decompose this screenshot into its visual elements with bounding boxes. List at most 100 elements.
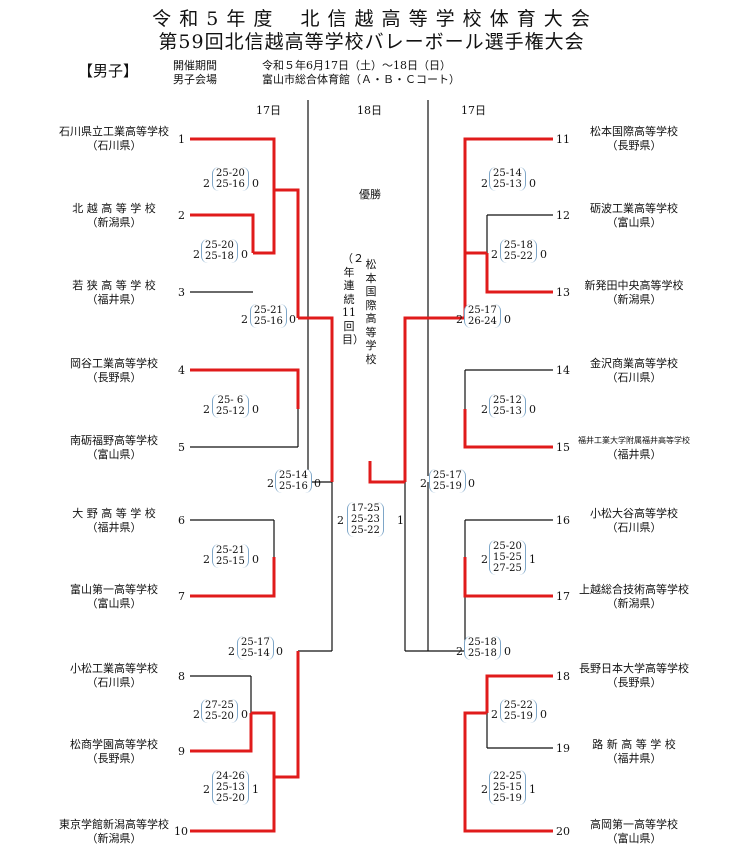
seed-right-12: 12 — [556, 209, 570, 222]
team-right-18: 長野日本大学高等学校（長野県） — [579, 662, 689, 689]
score-lose: 0 — [252, 553, 259, 566]
score-lose: 1 — [529, 553, 536, 566]
score-lose: 0 — [540, 248, 547, 261]
team-left-4: 岡谷工業高等学校（長野県） — [70, 357, 158, 384]
day-right: 17日 — [461, 104, 486, 117]
score-win: 2 — [241, 313, 248, 326]
score-win: 2 — [193, 248, 200, 261]
seed-left-7: 7 — [178, 590, 185, 603]
seed-left-5: 5 — [178, 441, 185, 454]
score-win: 2 — [481, 403, 488, 416]
seed-right-18: 18 — [556, 670, 570, 683]
score-lose: 1 — [252, 783, 259, 796]
seed-right-16: 16 — [556, 514, 570, 527]
team-right-14: 金沢商業高等学校（石川県） — [590, 357, 678, 384]
score-win: 2 — [456, 645, 463, 658]
score-win: 2 — [203, 177, 210, 190]
seed-left-3: 3 — [178, 286, 185, 299]
score-lose: 1 — [397, 514, 404, 527]
team-right-13: 新発田中央高等学校（新潟県） — [584, 279, 684, 306]
seed-left-2: 2 — [178, 209, 185, 222]
score-lose: 0 — [468, 477, 475, 490]
score-win: 2 — [491, 248, 498, 261]
team-left-10: 東京学館新潟高等学校（新潟県） — [59, 818, 169, 845]
seed-right-20: 20 — [556, 825, 570, 838]
score-lose: 1 — [529, 783, 536, 796]
score-win: 2 — [491, 708, 498, 721]
score-lose: 0 — [252, 177, 259, 190]
seed-left-9: 9 — [178, 745, 185, 758]
score-win: 2 — [228, 645, 235, 658]
score-lose: 0 — [314, 477, 321, 490]
seed-left-10: 10 — [174, 825, 188, 838]
score-lose: 0 — [504, 645, 511, 658]
score-win: 2 — [337, 514, 344, 527]
team-left-7: 富山第一高等学校（富山県） — [70, 583, 158, 610]
team-left-3: 若 狭 高 等 学 校（福井県） — [72, 279, 156, 306]
team-right-20: 高岡第一高等学校（富山県） — [590, 818, 678, 845]
team-left-1: 石川県立工業高等学校（石川県） — [59, 125, 169, 152]
score-lose: 0 — [529, 403, 536, 416]
score-win: 2 — [203, 783, 210, 796]
score-win: 2 — [193, 708, 200, 721]
score-lose: 0 — [289, 313, 296, 326]
score-win: 2 — [267, 477, 274, 490]
seed-right-13: 13 — [556, 286, 570, 299]
team-right-15: 福井工業大学附属福井高等学校（福井県） — [578, 436, 690, 461]
day-center: 18日 — [357, 104, 382, 117]
score-win: 2 — [481, 553, 488, 566]
score-win: 2 — [203, 403, 210, 416]
team-right-17: 上越総合技術高等学校（新潟県） — [579, 583, 689, 610]
team-left-9: 松商学園高等学校（長野県） — [70, 738, 158, 765]
score-lose: 0 — [241, 248, 248, 261]
score-win: 2 — [481, 177, 488, 190]
score-lose: 0 — [529, 177, 536, 190]
team-left-8: 小松工業高等学校（石川県） — [70, 662, 158, 689]
team-right-19: 路 新 高 等 学 校（福井県） — [592, 738, 676, 765]
champion-name: 松本国際高等学校 — [365, 258, 377, 366]
score-lose: 0 — [276, 645, 283, 658]
seed-right-14: 14 — [556, 364, 570, 377]
team-left-6: 大 野 高 等 学 校（福井県） — [72, 507, 156, 534]
score-win: 2 — [203, 553, 210, 566]
score-lose: 0 — [504, 313, 511, 326]
seed-left-8: 8 — [178, 670, 185, 683]
division-label: 【男子】 — [78, 62, 139, 80]
score-lose: 0 — [540, 708, 547, 721]
seed-left-1: 1 — [178, 133, 185, 146]
seed-right-17: 17 — [556, 590, 570, 603]
period-value: 令和５年6月17日（土）～18日（日） — [262, 59, 451, 72]
score-lose: 0 — [241, 708, 248, 721]
score-win: 2 — [420, 477, 427, 490]
venue-value: 富山市総合体育館（Ａ・Ｂ・Ｃコート） — [262, 73, 460, 86]
team-right-12: 砺波工業高等学校（富山県） — [590, 202, 678, 229]
team-left-2: 北 越 高 等 学 校（新潟県） — [72, 202, 156, 229]
team-right-16: 小松大谷高等学校（石川県） — [590, 507, 678, 534]
seed-right-11: 11 — [556, 133, 570, 146]
day-left: 17日 — [256, 104, 281, 117]
seed-right-19: 19 — [556, 742, 570, 755]
score-win: 2 — [456, 313, 463, 326]
page-subtitle: 第59回北信越高等学校バレーボール選手権大会 — [158, 31, 585, 53]
page-title: 令 和 5 年 度 北 信 越 高 等 学 校 体 育 大 会 — [152, 8, 591, 30]
period-label: 開催期間 — [173, 59, 217, 72]
score-lose: 0 — [252, 403, 259, 416]
